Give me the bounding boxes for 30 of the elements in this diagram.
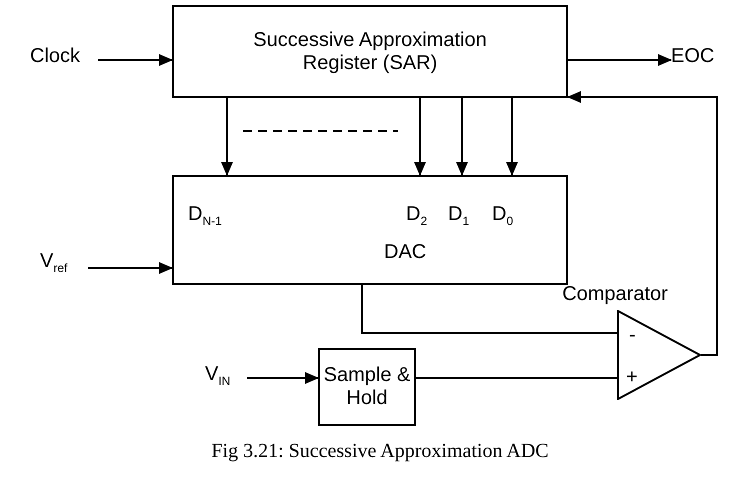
- bit-label: D$_{1}$: [448, 203, 470, 229]
- bit-label: D$_{N-1}$: [188, 203, 222, 229]
- block-label: DAC: [384, 241, 426, 264]
- arrow: [456, 98, 468, 176]
- sample-hold-box: [318, 348, 416, 426]
- comparator-triangle: [617, 310, 701, 400]
- arrow: [506, 98, 518, 176]
- input-sign: -: [629, 324, 636, 347]
- block-label: Successive Approximation Register (SAR): [252, 28, 488, 76]
- figure-caption: Fig 3.21: Successive Approximation ADC: [210, 440, 550, 463]
- arrow: [414, 98, 426, 176]
- connector-line: [361, 285, 617, 334]
- arrow: [568, 54, 672, 66]
- arrow: [247, 372, 319, 384]
- connector-line: [416, 377, 617, 379]
- signal-label: V$_{ref}$: [40, 250, 88, 286]
- arrow: [88, 262, 173, 274]
- bit-label: D$_{2}$: [406, 203, 428, 229]
- signal-label: EOC: [671, 45, 719, 75]
- block-label: Sample & Hold: [322, 363, 412, 411]
- signal-label: Clock: [30, 45, 98, 75]
- arrow: [98, 54, 173, 66]
- converter-box: [172, 175, 568, 285]
- arrow: [567, 91, 718, 356]
- component-caption: Comparator: [561, 283, 669, 306]
- bit-label: D$_{0}$: [492, 203, 514, 229]
- register-box: [172, 5, 568, 98]
- signal-label: V$_{IN}$: [205, 363, 247, 399]
- arrow: [221, 98, 233, 176]
- input-sign: +: [626, 366, 638, 389]
